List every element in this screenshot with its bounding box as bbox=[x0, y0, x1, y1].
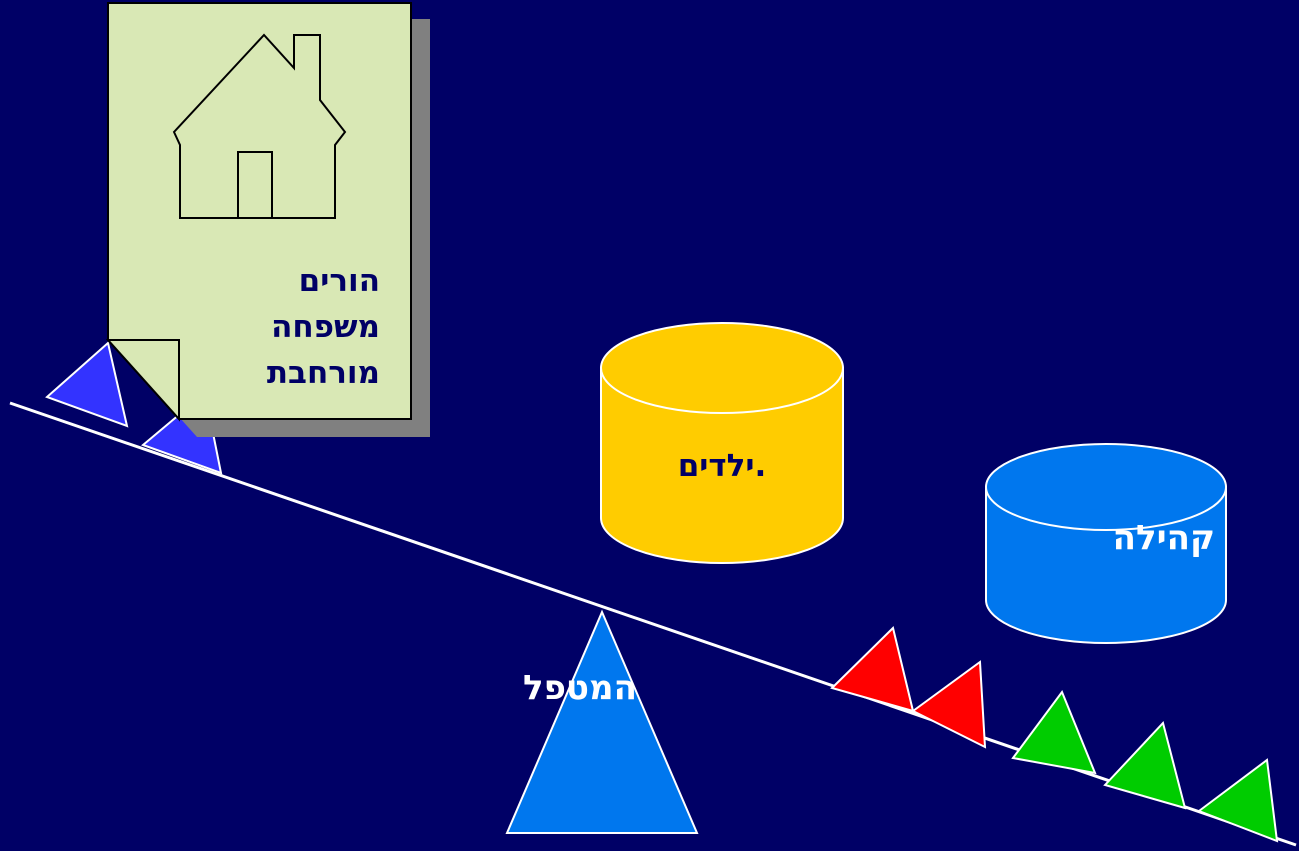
weight-red-1 bbox=[830, 626, 915, 713]
fulcrum-triangle bbox=[505, 609, 699, 834]
document-line-family: משפחה bbox=[271, 309, 380, 345]
weight-green-3 bbox=[1196, 758, 1279, 843]
children-cylinder bbox=[600, 322, 844, 564]
community-label: קהילה bbox=[1112, 518, 1215, 558]
community-cylinder bbox=[985, 443, 1227, 644]
house-icon bbox=[172, 33, 347, 219]
children-label: ילדים. bbox=[677, 448, 767, 484]
document-line-extended: מורחבת bbox=[266, 355, 380, 391]
document-fold bbox=[105, 339, 180, 422]
document-page bbox=[107, 2, 412, 420]
therapist-label: המטפל bbox=[523, 668, 637, 708]
weight-green-2 bbox=[1103, 720, 1187, 810]
weight-blue-1 bbox=[45, 341, 129, 428]
document-text: הורים משפחה מורחבת bbox=[200, 258, 380, 396]
weight-red-2 bbox=[911, 660, 987, 749]
document-line-parents: הורים bbox=[298, 263, 380, 299]
weight-green-1 bbox=[1011, 689, 1097, 775]
